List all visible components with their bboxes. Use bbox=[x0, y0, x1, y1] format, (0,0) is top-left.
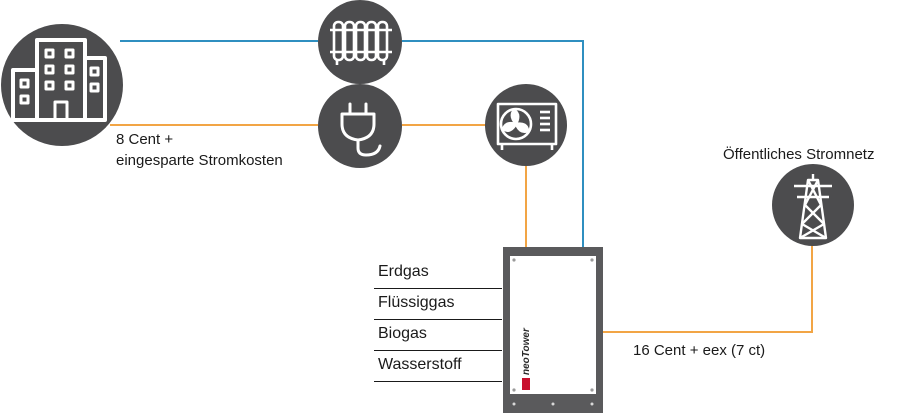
heat-lines bbox=[120, 40, 584, 250]
device-screws bbox=[512, 258, 594, 392]
feed-in-label: 16 Cent + eex (7 ct) bbox=[633, 342, 766, 359]
brand-mark-icon bbox=[522, 378, 530, 390]
fuel-item: Erdgas bbox=[374, 258, 502, 289]
plug-circle bbox=[318, 84, 402, 168]
radiator-node bbox=[318, 0, 402, 84]
plug-icon bbox=[340, 102, 382, 157]
fuel-item: Flüssiggas bbox=[374, 289, 502, 320]
fan-unit-icon bbox=[496, 102, 558, 150]
grid-circle bbox=[772, 164, 854, 246]
plug-node bbox=[318, 84, 402, 168]
fuel-list: Erdgas Flüssiggas Biogas Wasserstoff bbox=[374, 258, 502, 382]
power-pylon-icon bbox=[794, 174, 832, 240]
fuel-label: Erdgas bbox=[378, 263, 429, 280]
fuel-item: Wasserstoff bbox=[374, 351, 502, 382]
grid-label: Öffentliches Stromnetz bbox=[723, 146, 875, 163]
building-icon bbox=[11, 38, 107, 122]
self-use-label-line2: eingesparte Stromkosten bbox=[116, 152, 283, 169]
heat-line-radiator-device bbox=[402, 40, 584, 250]
building-node bbox=[1, 24, 123, 146]
fuel-label: Biogas bbox=[378, 325, 427, 342]
fuel-item: Biogas bbox=[374, 320, 502, 351]
fuel-label: Flüssiggas bbox=[378, 294, 455, 311]
device-brand-label: neoTower bbox=[521, 327, 532, 375]
radiator-icon bbox=[330, 20, 392, 65]
power-line-device-grid bbox=[603, 245, 813, 333]
radiator-circle bbox=[318, 0, 402, 84]
device-panel bbox=[510, 256, 596, 394]
device-feet-dots bbox=[512, 402, 594, 406]
neotower-device: neoTower bbox=[503, 247, 603, 413]
building-circle bbox=[1, 24, 123, 146]
power-lines bbox=[110, 124, 813, 333]
heatpump-node bbox=[485, 84, 567, 166]
self-use-label-line1: 8 Cent + bbox=[116, 131, 174, 148]
grid-node bbox=[772, 164, 854, 246]
fuel-label: Wasserstoff bbox=[378, 356, 462, 373]
